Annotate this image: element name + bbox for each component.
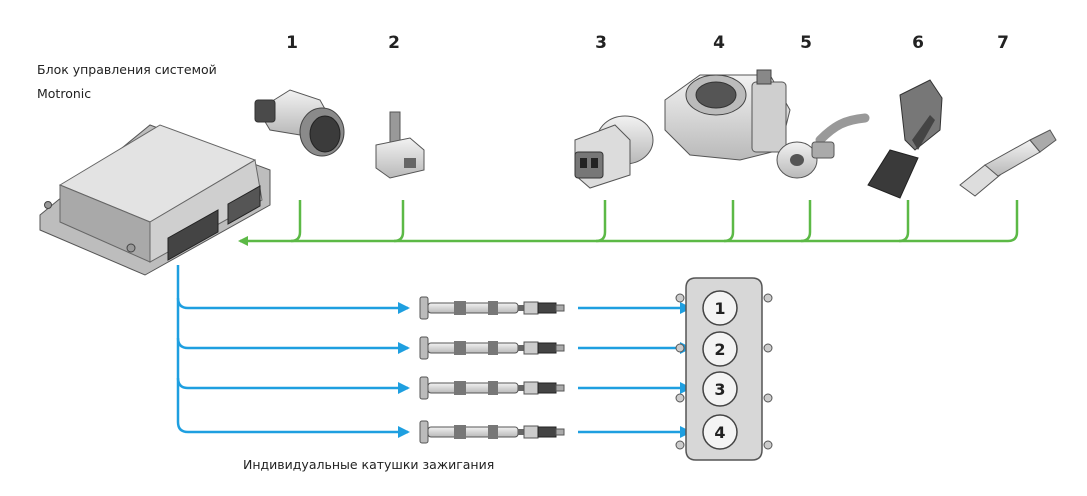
ignition-coil-1-icon	[419, 296, 565, 320]
ignition-coil-4-icon	[419, 420, 565, 444]
ignition-coils-label: Индивидуальные катушки зажигания	[243, 457, 495, 472]
sensor-number-6: 6	[912, 33, 924, 53]
cylinder-number-3: 3	[714, 380, 725, 399]
ignition-coil-3-icon	[419, 376, 565, 400]
ecu-block	[39, 124, 271, 276]
sensor-number-2: 2	[388, 33, 400, 53]
sensor-5-knock-sensor-icon	[776, 113, 870, 179]
cylinder-head-icon	[675, 277, 773, 461]
sensor-1-air-mass-meter-icon	[254, 89, 345, 157]
sensor-3-speed-sensor-icon	[574, 115, 654, 189]
ecu-label-line2: Motronic	[37, 86, 92, 101]
cylinder-number-4: 4	[714, 423, 725, 442]
sensor-2-temperature-sensor-icon	[375, 111, 425, 179]
ignition-coil-2-icon	[419, 336, 565, 360]
sensor-number-4: 4	[713, 33, 725, 53]
ignition-control-lines	[176, 265, 692, 438]
cylinder-3: 3	[702, 371, 738, 407]
cylinder-number-2: 2	[714, 340, 725, 359]
sensor-4-throttle-body-icon	[664, 69, 791, 161]
sensor-number-1: 1	[286, 33, 298, 53]
sensor-7-lambda-probe-icon	[959, 129, 1057, 197]
sensor-signal-lines	[238, 200, 1019, 246]
cylinder-4: 4	[702, 414, 738, 450]
cylinder-2: 2	[702, 331, 738, 367]
sensor-6-accelerator-pedal-icon	[867, 79, 943, 199]
ecu-label-line1: Блок управления системой	[37, 62, 217, 77]
cylinder-1: 1	[702, 290, 738, 326]
sensor-number-5: 5	[800, 33, 812, 53]
sensor-number-7: 7	[997, 33, 1009, 53]
cylinder-number-1: 1	[714, 299, 725, 318]
sensor-number-3: 3	[595, 33, 607, 53]
